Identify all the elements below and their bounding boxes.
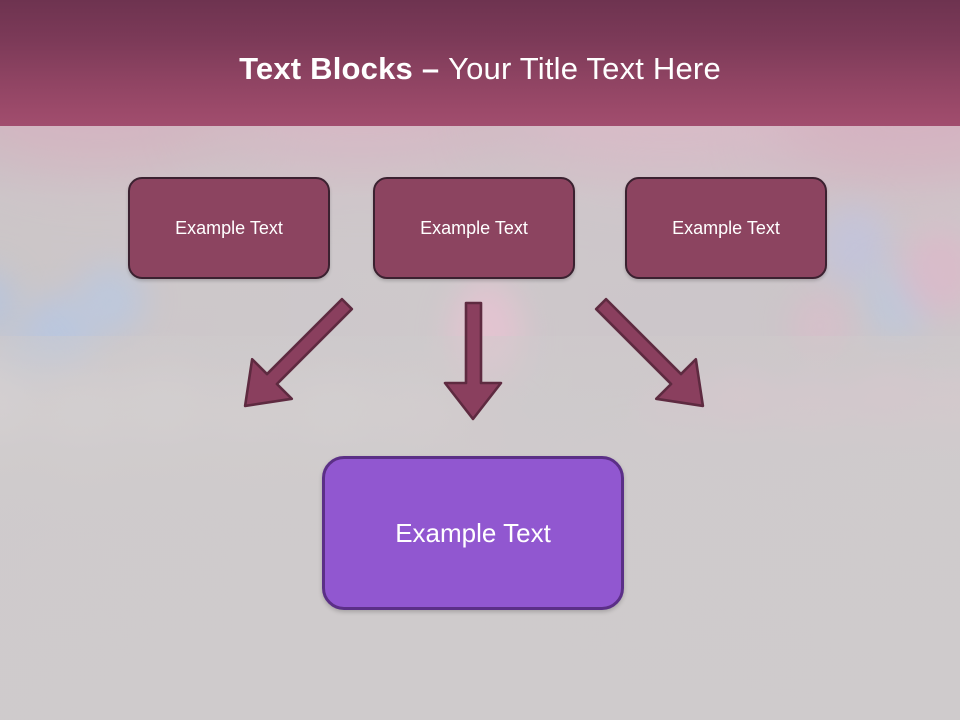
page-title-regular: Your Title Text Here	[448, 51, 721, 86]
arrow-down-left	[594, 297, 705, 408]
text-block-1-label: Example Text	[175, 218, 283, 238]
page-title-bold: Text Blocks	[239, 51, 413, 86]
text-block-3-label: Example Text	[672, 218, 780, 238]
text-block-1[interactable]: Example Text	[128, 177, 330, 279]
page-title: Text Blocks – Your Title Text Here	[0, 50, 960, 88]
text-block-2[interactable]: Example Text	[373, 177, 575, 279]
result-block[interactable]: Example Text	[322, 456, 624, 610]
result-block-label: Example Text	[395, 518, 551, 548]
text-block-3[interactable]: Example Text	[625, 177, 827, 279]
page-title-separator: –	[413, 51, 449, 86]
arrow-down-right	[243, 297, 354, 408]
slide-header-band: Text Blocks – Your Title Text Here	[0, 0, 960, 126]
arrow-down	[443, 301, 503, 421]
text-block-2-label: Example Text	[420, 218, 528, 238]
